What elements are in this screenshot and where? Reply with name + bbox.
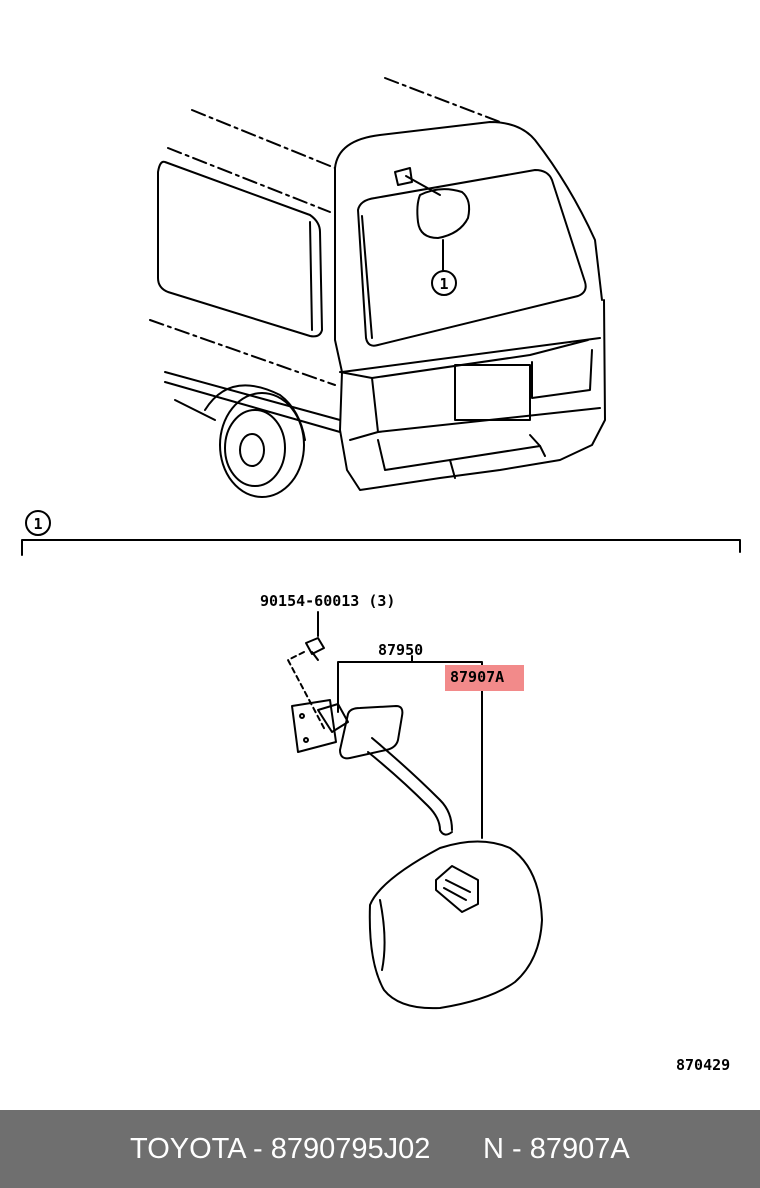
van-illustration — [149, 77, 606, 498]
callout-circle-section — [25, 510, 51, 536]
mirror-assembly — [287, 611, 543, 1010]
footer-reference: N - 87907A — [483, 1133, 630, 1165]
part-highlight — [445, 665, 524, 691]
mirror-part-label[interactable]: 87907A — [450, 668, 505, 686]
section-bracket — [21, 539, 741, 556]
footer-bar: TOYOTA - 8790795J02 N - 87907A — [0, 1110, 760, 1188]
diagram-drawing: 1 1 — [21, 77, 741, 1010]
callout-number-van: 1 — [439, 275, 448, 293]
parts-diagram: 1 1 — [21, 77, 741, 1074]
figure-code-label: 870429 — [676, 1056, 731, 1074]
bolt-part-label: 90154-60013 (3) — [260, 592, 396, 610]
callout-circle-van — [431, 270, 457, 296]
arm-part-label: 87950 — [378, 641, 424, 659]
footer-part-number: TOYOTA - 8790795J02 — [130, 1133, 431, 1165]
callout-number-section: 1 — [33, 515, 42, 533]
